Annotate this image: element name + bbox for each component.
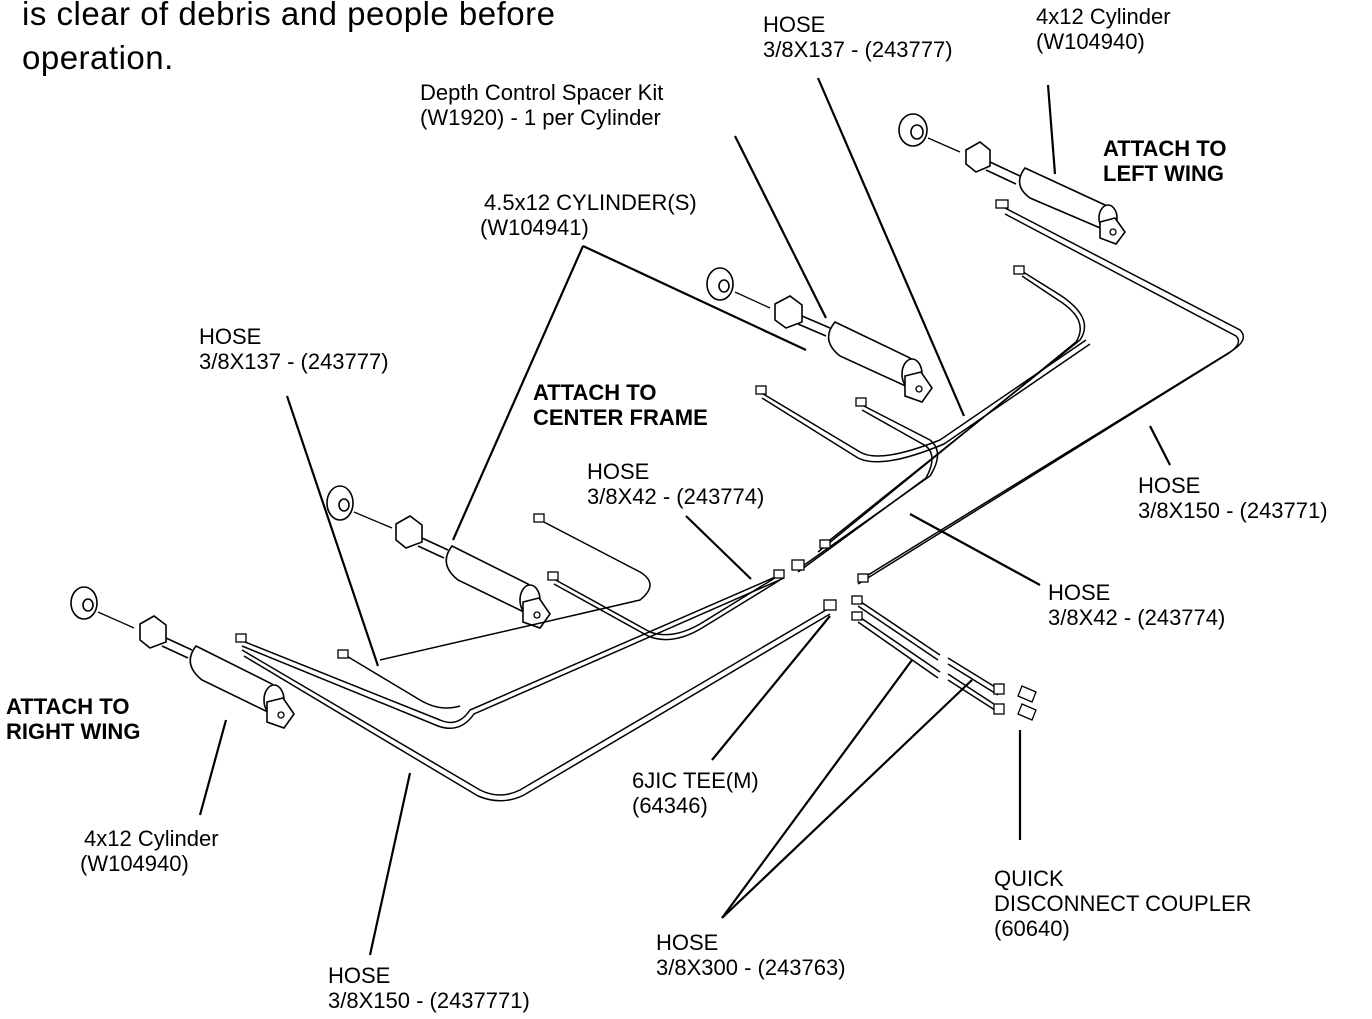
- leader-lines: [198, 77, 1171, 956]
- center-cylinder-lower: [326, 485, 551, 629]
- right-wing-cylinder: [70, 586, 295, 729]
- label-attach-left-wing: ATTACH TO LEFT WING: [1103, 136, 1227, 186]
- label-hose-150-bottom: HOSE 3/8X150 - (2437771): [328, 963, 530, 1013]
- label-tee: 6JIC TEE(M) (64346): [632, 768, 759, 818]
- fittings: [235, 199, 1037, 721]
- label-hose-300: HOSE 3/8X300 - (243763): [656, 930, 846, 980]
- center-cylinder: [706, 267, 933, 403]
- intro-text: is clear of debris and people before ope…: [22, 0, 556, 80]
- label-quick-coupler: QUICK DISCONNECT COUPLER (60640): [994, 866, 1252, 941]
- label-hose-42-b: HOSE 3/8X42 - (243774): [1048, 580, 1226, 630]
- label-hose-top: HOSE 3/8X137 - (243777): [763, 12, 953, 62]
- label-spacer-kit: Depth Control Spacer Kit (W1920) - 1 per…: [420, 80, 664, 130]
- hoses: [239, 207, 1245, 802]
- intro-line-2: operation.: [22, 39, 174, 76]
- intro-line-1: is clear of debris and people before: [22, 0, 556, 32]
- label-hose-150-right: HOSE 3/8X150 - (243771): [1138, 473, 1328, 523]
- label-cylinder-bottom: 4x12 Cylinder (W104940): [80, 826, 219, 876]
- label-hose-left: HOSE 3/8X137 - (243777): [199, 324, 389, 374]
- label-attach-center: ATTACH TO CENTER FRAME: [533, 380, 708, 430]
- label-cylinder-top: 4x12 Cylinder (W104940): [1036, 4, 1171, 54]
- label-center-cylinder: 4.5x12 CYLINDER(S) (W104941): [480, 190, 697, 240]
- label-attach-right-wing: ATTACH TO RIGHT WING: [6, 694, 141, 744]
- left-wing-cylinder: [898, 113, 1126, 245]
- label-hose-42-a: HOSE 3/8X42 - (243774): [587, 459, 765, 509]
